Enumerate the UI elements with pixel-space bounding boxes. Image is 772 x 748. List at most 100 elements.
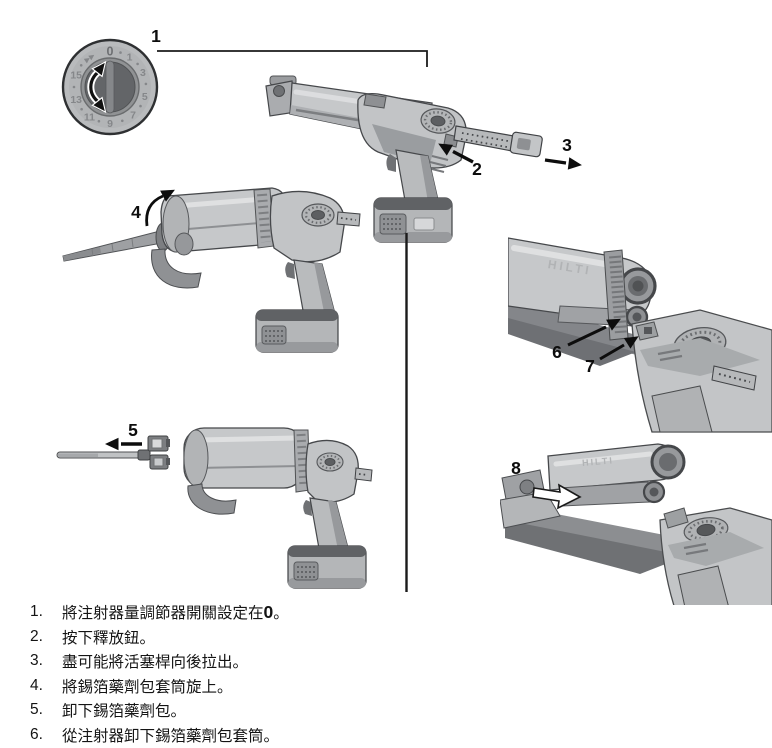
piston-rod-end-cap bbox=[509, 131, 543, 158]
slide-arrow-right-icon bbox=[532, 483, 582, 510]
body-side-panel bbox=[640, 338, 760, 376]
step-text-part: 從注射器卸下錫箔藥劑包套筒。 bbox=[62, 727, 280, 745]
cassette-embossed-logo: HILTI bbox=[547, 257, 593, 278]
svg-text:9: 9 bbox=[107, 118, 113, 130]
callout-1-leader-line bbox=[157, 50, 428, 67]
callout-7: 7 bbox=[585, 356, 595, 376]
svg-text:0: 0 bbox=[107, 45, 114, 59]
rod-stub-holes bbox=[718, 373, 751, 383]
front-holder bbox=[500, 491, 561, 529]
cassette-highlight bbox=[553, 451, 653, 467]
figure-cassette-remove-closeup: HILTI bbox=[500, 443, 772, 605]
front-cradle bbox=[187, 483, 237, 515]
step-text-part: 卸下錫箔藥劑包。 bbox=[62, 703, 187, 721]
catch-slot bbox=[644, 327, 652, 334]
step-number: 5. bbox=[30, 701, 43, 719]
nozzle-coupling-block bbox=[147, 435, 170, 470]
piston-rod-stub bbox=[336, 211, 361, 227]
battery-pack bbox=[287, 545, 367, 589]
step-number: 6. bbox=[30, 725, 43, 743]
rod-stub-holes bbox=[358, 473, 369, 476]
callout-6: 6 bbox=[552, 342, 562, 362]
step-item: 2. 按下釋放鈕。 bbox=[30, 626, 289, 651]
tool-volume-dial bbox=[316, 452, 344, 472]
tube-opening-inner bbox=[659, 453, 677, 471]
step-item: 4. 將錫箔藥劑包套筒旋上。 bbox=[30, 675, 289, 700]
tube-opening-core bbox=[632, 280, 644, 292]
step-text: 卸下錫箔藥劑包。 bbox=[62, 699, 186, 724]
grip-shade bbox=[420, 155, 438, 202]
panel-grooves bbox=[683, 542, 709, 556]
pistol-grip bbox=[651, 385, 713, 433]
svg-text:1: 1 bbox=[127, 52, 133, 64]
step-text: 將注射器量調節器開關設定在0。 bbox=[62, 601, 289, 626]
step-item: 1. 將注射器量調節器開關設定在0。 bbox=[30, 601, 289, 626]
figure-dispenser-rod-extended: 2 3 bbox=[265, 75, 583, 243]
figure-dispenser-nozzle-removed: 5 bbox=[56, 420, 373, 589]
callout-6-arrow-shaft bbox=[567, 325, 607, 347]
panel-grooves bbox=[657, 348, 683, 362]
tube-opening-core-small bbox=[632, 312, 642, 322]
cassette-embossed-logo: HILTI bbox=[582, 455, 615, 468]
arrow-right-icon bbox=[567, 157, 583, 172]
dial-rotate-arrow-icon bbox=[87, 57, 111, 117]
callout-1: 1 bbox=[151, 26, 161, 46]
step-text-part: 將錫箔藥劑包套筒旋上。 bbox=[62, 678, 233, 696]
svg-text:3: 3 bbox=[140, 67, 146, 79]
dial-scale-labels: 0 1 3 5 7 9 11 13 15 ▶▶ bbox=[70, 45, 148, 130]
step-number: 4. bbox=[30, 676, 43, 694]
step-number: 1. bbox=[30, 603, 43, 620]
callout-7-arrow-shaft bbox=[599, 343, 625, 361]
cassette-highlight bbox=[195, 435, 299, 443]
step-text-part: 。 bbox=[273, 605, 289, 622]
carriage-rail bbox=[508, 300, 640, 356]
ratchet-band-teeth bbox=[609, 255, 627, 335]
tube-opening-core-small bbox=[649, 487, 659, 497]
svg-text:7: 7 bbox=[130, 109, 136, 121]
piston-rod-stub bbox=[354, 467, 373, 482]
arrow-left-icon bbox=[105, 437, 119, 451]
nozzle-tip bbox=[58, 453, 98, 457]
instruction-steps: 1. 將注射器量調節器開關設定在0。 2. 按下釋放鈕。 3. 盡可能將活塞桿向… bbox=[30, 601, 289, 748]
step-text-emphasis: 0 bbox=[263, 602, 274, 622]
dial-knob-ridge bbox=[105, 60, 115, 114]
cassette-tube-divider bbox=[195, 465, 301, 469]
step-number: 2. bbox=[30, 627, 43, 645]
step-text-part: 將注射器量調節器開關設定在 bbox=[62, 605, 264, 622]
cassette-lower-tube bbox=[174, 232, 194, 256]
callout-2-arrow-shaft bbox=[452, 149, 474, 164]
cassette-highlight bbox=[511, 245, 619, 269]
step-text: 按下釋放鈕。 bbox=[62, 626, 155, 651]
trigger bbox=[303, 500, 312, 516]
callout-3: 3 bbox=[562, 135, 572, 155]
grip-shade bbox=[314, 262, 334, 312]
step-text: 從注射器卸下錫箔藥劑包套筒。 bbox=[62, 724, 279, 748]
battery-pack bbox=[255, 309, 339, 353]
pistol-grip bbox=[677, 565, 729, 605]
callout-2: 2 bbox=[472, 159, 482, 179]
svg-text:5: 5 bbox=[142, 91, 148, 103]
figure-cassette-rear-closeup: HILTI bbox=[508, 237, 772, 433]
trigger bbox=[285, 262, 295, 279]
nozzle-rings bbox=[91, 238, 134, 257]
collar-ribs bbox=[257, 193, 271, 243]
cassette-front-face bbox=[183, 429, 209, 487]
front-cap-hole bbox=[273, 85, 285, 97]
frame-rail bbox=[295, 108, 371, 124]
figure-dispenser-cassette-attached: 4 bbox=[62, 184, 361, 353]
body-side-panel bbox=[668, 532, 764, 566]
grip-shade bbox=[328, 500, 348, 550]
trigger bbox=[386, 154, 396, 172]
svg-text:13: 13 bbox=[70, 94, 82, 106]
carriage-rail-shadow bbox=[505, 520, 686, 574]
tool-volume-dial bbox=[301, 203, 335, 227]
top-latch bbox=[363, 93, 387, 109]
motor-housing bbox=[269, 190, 345, 263]
figure-canvas: 1 0 1 3 5 7 9 11 13 15 ▶▶ bbox=[56, 26, 772, 605]
step-item: 5. 卸下錫箔藥劑包。 bbox=[30, 699, 289, 724]
step-text: 盡可能將活塞桿向後拉出。 bbox=[62, 650, 248, 675]
step-text-part: 按下釋放鈕。 bbox=[62, 629, 156, 647]
step-text: 將錫箔藥劑包套筒旋上。 bbox=[62, 675, 233, 700]
callout-4: 4 bbox=[131, 202, 141, 222]
